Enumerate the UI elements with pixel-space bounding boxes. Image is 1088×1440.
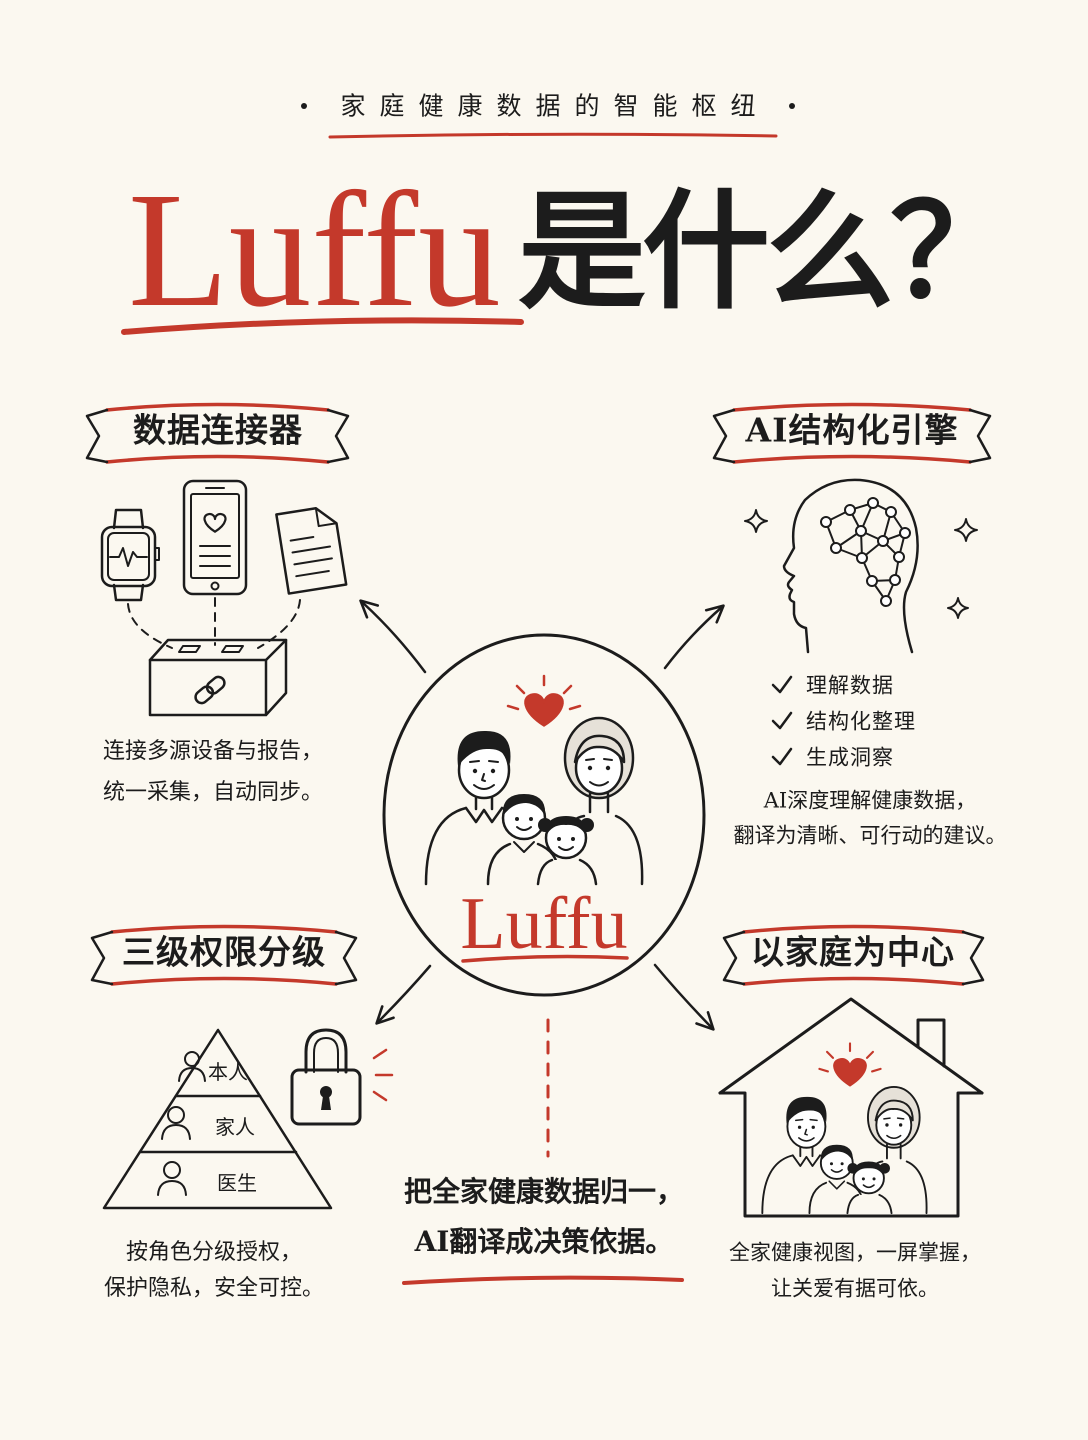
banner-ai-engine-label: AI结构化引擎 [745,410,959,450]
lock-highlight-rays [372,1048,394,1102]
phone-icon [182,479,248,596]
ai-checklist-item: 生成洞察 [806,745,894,770]
permissions-desc-line-1: 按角色分级授权， [125,1240,303,1265]
subtitle-dot-left [301,103,307,109]
banner-ribbon-family [722,924,985,986]
link-icon [194,675,226,705]
arrow-to-permissions [375,964,432,1025]
checkmark-icon [771,747,793,766]
ai-checklist-item: 结构化整理 [806,709,916,734]
family-icon [424,716,644,886]
checkmark-icon [771,711,793,730]
center-brand-underline [461,954,629,963]
permissions-desc-line-2: 保护隐私，安全可控。 [103,1276,325,1301]
page-subtitle: 家庭健康数据的智能枢纽 [340,91,770,121]
banner-ribbon-connector [85,402,350,464]
banner-ribbon-permissions [90,924,358,986]
person-icon [178,1051,206,1082]
title-brand: Luffu [128,158,501,341]
checkmark-icon [771,675,793,694]
ai-desc-line-1: AI深度理解健康数据， [763,788,977,813]
heart-icon [203,512,227,533]
sync-dashed-lines [127,597,301,649]
brain-network-head-icon [782,478,919,654]
tagline-line-2: AI翻译成决策依据。 [414,1225,674,1258]
sparkle-icon [954,518,978,542]
arrow-to-family [653,963,715,1031]
connector-desc-line-2: 统一采集，自动同步。 [102,780,324,805]
center-circle [382,633,706,997]
tagline-underline [402,1275,684,1285]
ai-checklist-item: 理解数据 [806,673,894,698]
house-icon [718,997,984,1218]
banner-family-label: 以家庭为中心 [751,932,955,972]
permission-level-doctor: 医生 [217,1171,257,1195]
hub-box-icon [148,638,288,717]
network-nodes [820,497,911,607]
connector-desc-line-1: 连接多源设备与报告， [102,739,324,764]
arrow-to-connector [359,599,427,674]
sparkle-icon [947,597,969,619]
permission-level-family: 家人 [215,1115,255,1139]
pyramid-icon [102,1028,333,1210]
title-underline [121,317,524,335]
ai-desc-line-2: 翻译为清晰、可行动的建议。 [733,823,1007,848]
family-icon [761,1086,928,1215]
banner-connector-label: 数据连接器 [133,410,303,450]
document-icon [275,507,348,595]
person-icon [157,1161,187,1196]
banner-permissions-label: 三级权限分级 [122,932,326,972]
heart-icon [818,1042,882,1087]
arrow-to-ai-engine [663,604,725,670]
subtitle-dot-right [789,103,795,109]
sparkle-icon [744,509,768,533]
padlock-icon [290,1028,362,1126]
heart-icon [506,674,582,728]
title-question: 是什么？ [518,177,1018,327]
permission-level-self: 本人 [208,1060,248,1084]
tagline-line-1: 把全家健康数据归一， [403,1175,685,1208]
smartwatch-icon [100,508,160,602]
center-brand: Luffu [460,883,628,965]
family-desc-line-1: 全家健康视图，一屏掌握， [729,1240,981,1265]
banner-ribbon-ai [712,402,992,464]
subtitle-underline [328,132,778,139]
person-icon [161,1106,191,1140]
family-desc-line-2: 让关爱有据可依。 [771,1276,939,1301]
